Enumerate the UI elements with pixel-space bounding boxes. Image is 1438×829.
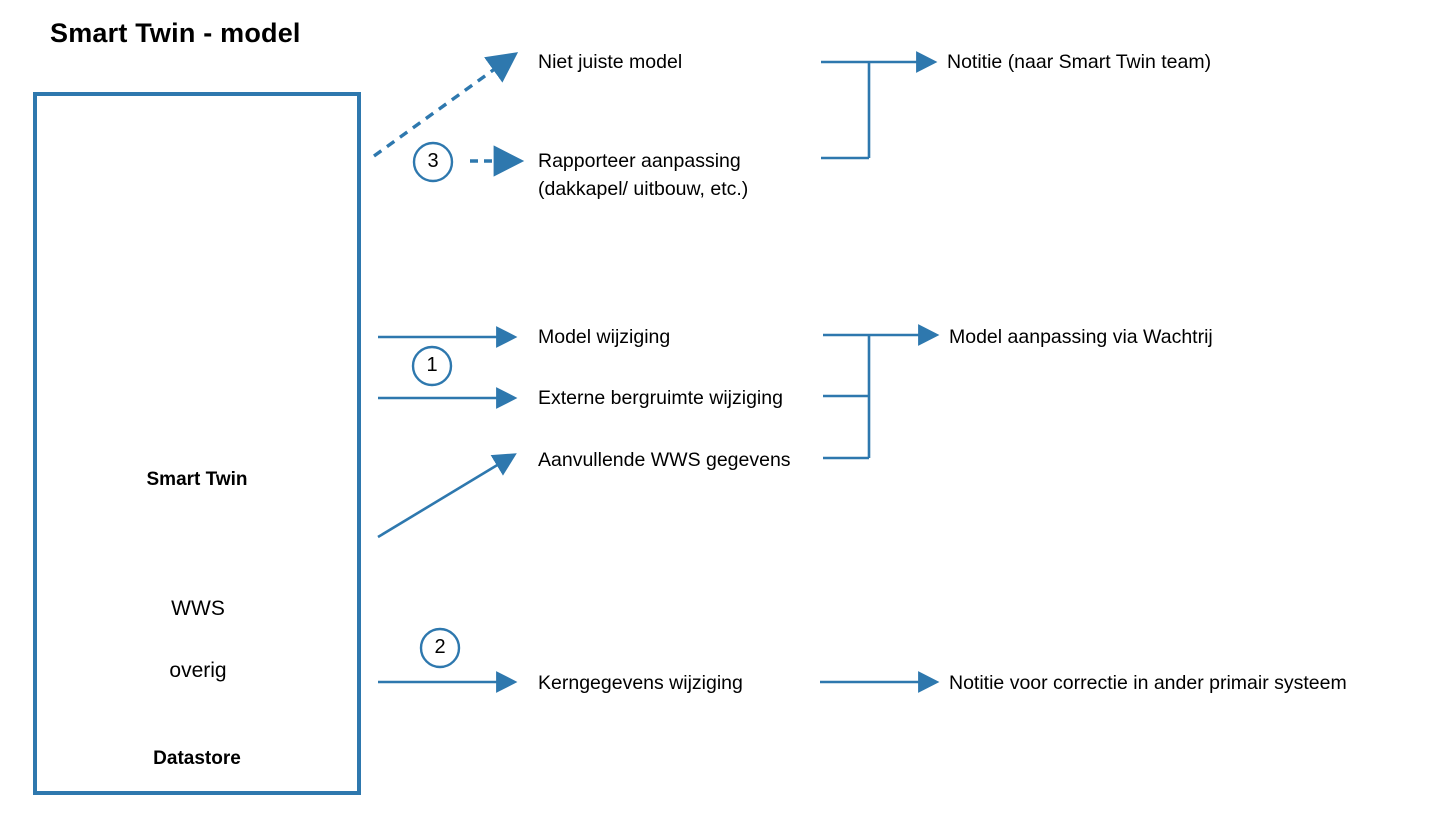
merge-connector-group-3 (821, 51, 938, 160)
label-model-aanpassing-via-wachtrij: Model aanpassing via Wachtrij (949, 326, 1213, 348)
label-notitie-smart-twin-team: Notitie (naar Smart Twin team) (947, 51, 1212, 73)
merge-connector-group-1 (823, 324, 940, 460)
label-aanvullende-wws-gegevens: Aanvullende WWS gegevens (538, 449, 791, 471)
label-model-wijziging: Model wijziging (538, 326, 671, 348)
datastore-segment-overig-label: overig (169, 659, 227, 682)
marker-circle-3 (412, 141, 454, 183)
label-kerngegevens-wijziging: Kerngegevens wijziging (538, 672, 743, 694)
marker-label-3: 3 (427, 150, 439, 172)
label-rapporteer-aanpassing: Rapporteer aanpassing (dakkapel/ uitbouw… (538, 150, 749, 200)
page-title: Smart Twin - model (50, 18, 301, 48)
marker-circle-1 (411, 345, 453, 387)
label-externe-bergruimte-wijziging: Externe bergruimte wijziging (538, 387, 783, 409)
marker-circle-2 (419, 627, 461, 669)
smart-twin-container-box (33, 92, 361, 795)
solid-diagonal-arrow-aanvullende-wws (377, 453, 517, 539)
datastore-caption: Datastore (153, 748, 241, 769)
marker-label-2: 2 (434, 636, 446, 658)
label-niet-juiste-model: Niet juiste model (538, 51, 683, 73)
label-notitie-ander-primair-systeem: Notitie voor correctie in ander primair … (949, 672, 1347, 694)
smart-twin-caption: Smart Twin (146, 469, 248, 490)
datastore-segment-wws-label: WWS (171, 597, 225, 620)
marker-label-1: 1 (426, 354, 438, 376)
